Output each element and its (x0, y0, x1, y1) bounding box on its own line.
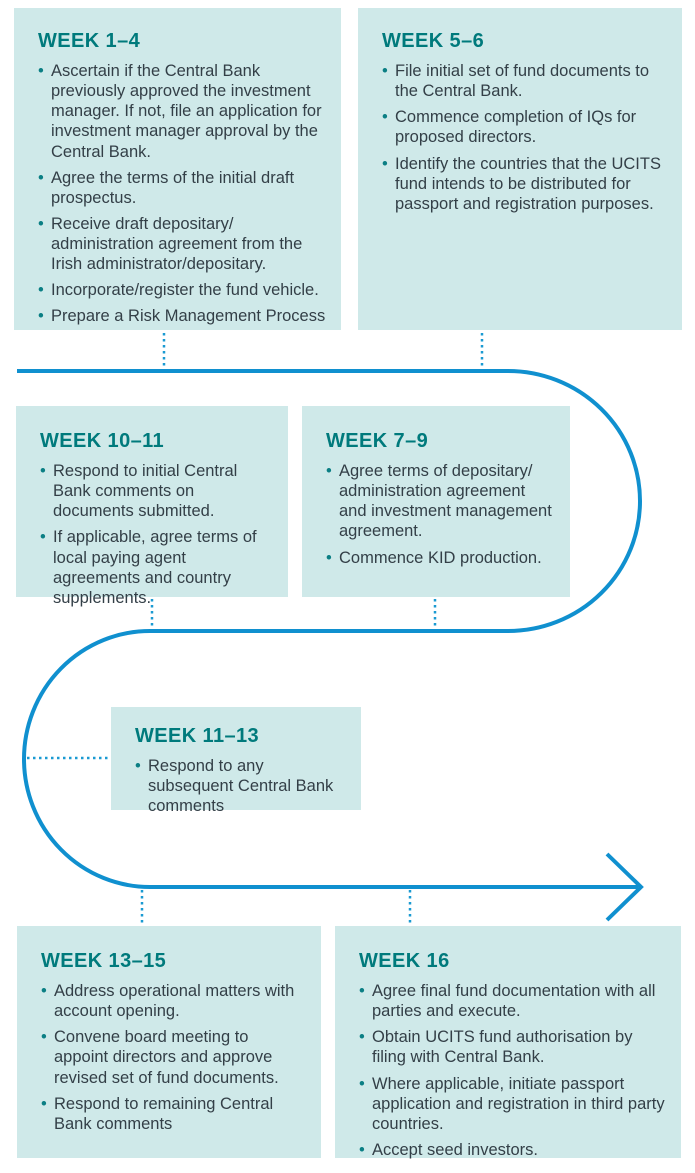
arrowhead-icon (605, 852, 644, 922)
bullet-item: Agree the terms of the initial draft pro… (38, 168, 327, 208)
bullet-item: Agree final fund documentation with all … (359, 981, 667, 1021)
week-box-16: WEEK 16 Agree final fund documentation w… (335, 926, 681, 1160)
bullet-item: Agree terms of depositary/ administratio… (326, 461, 556, 542)
week-title-7-9: WEEK 7–9 (326, 430, 429, 452)
week-bullets-13-15: Address operational matters with account… (41, 981, 307, 1134)
bullet-item: Commence KID production. (326, 548, 556, 568)
week-box-1-4: WEEK 1–4 Ascertain if the Central Bank p… (14, 8, 341, 330)
bullet-item: Accept seed investors. (359, 1140, 667, 1160)
bullet-item: Convene board meeting to appoint directo… (41, 1027, 307, 1087)
bullet-item: Receive draft depositary/ administration… (38, 214, 327, 274)
week-title-13-15: WEEK 13–15 (41, 950, 167, 972)
week-title-5-6: WEEK 5–6 (382, 30, 485, 52)
week-title-11-13: WEEK 11–13 (135, 725, 260, 747)
bullet-item: Address operational matters with account… (41, 981, 307, 1021)
week-box-13-15: WEEK 13–15 Address operational matters w… (17, 926, 321, 1158)
bullet-item: Commence completion of IQs for proposed … (382, 107, 668, 147)
bullet-item: Where applicable, initiate passport appl… (359, 1074, 667, 1134)
bullet-item: Incorporate/register the fund vehicle. (38, 280, 327, 300)
week-bullets-1-4: Ascertain if the Central Bank previously… (38, 61, 327, 327)
week-bullets-16: Agree final fund documentation with all … (359, 981, 667, 1160)
week-title-1-4: WEEK 1–4 (38, 30, 141, 52)
bullet-item: Ascertain if the Central Bank previously… (38, 61, 327, 162)
bullet-item: File initial set of fund documents to th… (382, 61, 668, 101)
bullet-item: Prepare a Risk Management Process (38, 306, 327, 326)
week-bullets-7-9: Agree terms of depositary/ administratio… (326, 461, 556, 568)
bullet-item: Respond to initial Central Bank comments… (40, 461, 274, 521)
week-box-11-13: WEEK 11–13 Respond to any subsequent Cen… (111, 707, 361, 815)
week-bullets-10-11: Respond to initial Central Bank comments… (40, 461, 274, 608)
week-bullets-5-6: File initial set of fund documents to th… (382, 61, 668, 214)
week-bullets-11-13: Respond to any subsequent Central Bank c… (135, 756, 347, 816)
week-box-5-6: WEEK 5–6 File initial set of fund docume… (358, 8, 682, 330)
bullet-item: Respond to remaining Central Bank commen… (41, 1094, 307, 1134)
week-box-10-11: WEEK 10–11 Respond to initial Central Ba… (16, 406, 288, 607)
week-title-16: WEEK 16 (359, 950, 450, 972)
bullet-item: Obtain UCITS fund authorisation by filin… (359, 1027, 667, 1067)
week-title-10-11: WEEK 10–11 (40, 430, 165, 452)
bullet-item: Respond to any subsequent Central Bank c… (135, 756, 347, 816)
bullet-item: Identify the countries that the UCITS fu… (382, 154, 668, 214)
bullet-item: If applicable, agree terms of local payi… (40, 527, 274, 608)
week-box-7-9: WEEK 7–9 Agree terms of depositary/ admi… (302, 406, 570, 597)
